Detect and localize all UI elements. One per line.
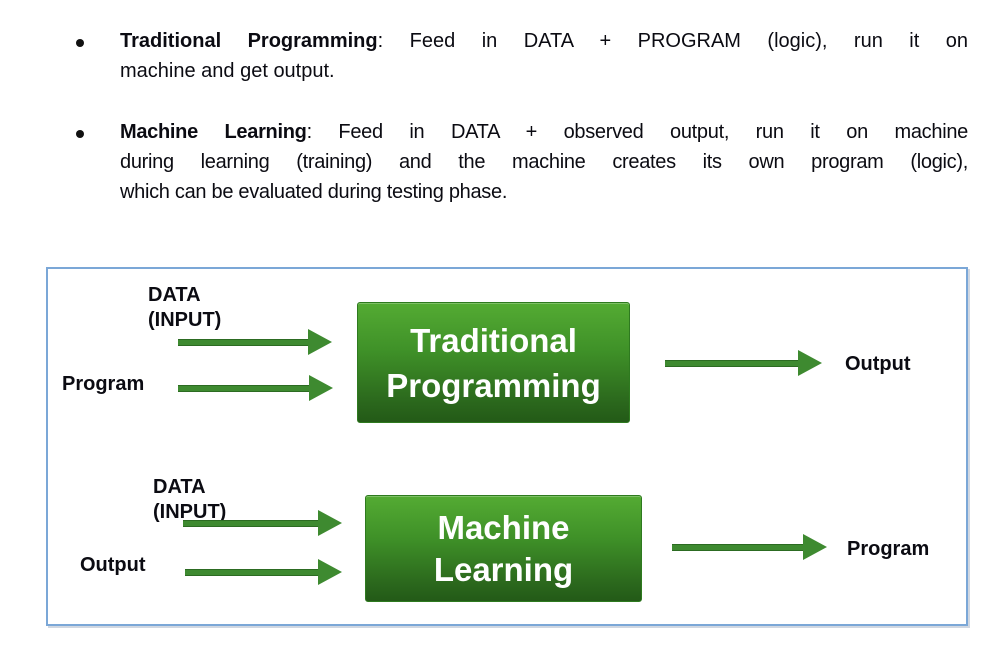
- box-machine-learning: Machine Learning: [365, 495, 642, 602]
- paragraph-machine-learning: Machine Learning: Feed in DATA + observe…: [120, 117, 968, 207]
- arrow-ml-to-program: [672, 534, 827, 560]
- label-program-input: Program: [62, 373, 145, 395]
- arrow-shaft: [672, 543, 803, 551]
- text-line: during learning (training) and the machi…: [120, 151, 968, 173]
- arrow-shaft: [178, 384, 309, 392]
- box-title-line: Traditional: [410, 321, 577, 359]
- text-line: which can be evaluated during testing ph…: [120, 181, 508, 203]
- box-title-line: Learning: [433, 550, 574, 588]
- label-line: (INPUT): [153, 501, 227, 523]
- arrow-head-icon: [309, 375, 333, 401]
- text-line: Traditional Programming: Feed in DATA + …: [120, 26, 968, 56]
- arrow-output-to-ml: [185, 559, 342, 585]
- text-line: Machine Learning: Feed in DATA + observe…: [120, 117, 968, 147]
- box-traditional-programming: Traditional Programming: [357, 302, 630, 423]
- label-line: (INPUT): [148, 309, 222, 331]
- text-line: machine and get output.: [120, 60, 335, 82]
- arrow-traditional-to-output: [665, 350, 822, 376]
- arrow-shaft: [665, 359, 798, 367]
- arrow-head-icon: [803, 534, 827, 560]
- arrow-head-icon: [798, 350, 822, 376]
- arrow-shaft: [183, 519, 318, 527]
- label-output-result: Output: [845, 353, 911, 375]
- box-title-line: Programming: [386, 366, 601, 404]
- arrow-head-icon: [308, 329, 332, 355]
- box-title-line: Machine: [437, 508, 570, 546]
- arrow-data-to-traditional: [178, 329, 332, 355]
- label-program-result: Program: [847, 538, 930, 560]
- list-item: Traditional Programming: Feed in DATA + …: [76, 26, 968, 86]
- arrow-data-to-ml: [183, 510, 342, 536]
- list-item: Machine Learning: Feed in DATA + observe…: [76, 117, 968, 207]
- arrow-program-to-traditional: [178, 375, 333, 401]
- arrow-shaft: [185, 568, 318, 576]
- label-line: DATA: [148, 284, 201, 306]
- bullet-icon: [76, 39, 84, 47]
- bullet-icon: [76, 130, 84, 138]
- arrow-shaft: [178, 338, 308, 346]
- diagram-panel: DATA (INPUT) Program Traditional Program…: [46, 267, 968, 626]
- paragraph-traditional-programming: Traditional Programming: Feed in DATA + …: [120, 26, 968, 86]
- term-label: Machine Learning: [120, 121, 307, 143]
- label-line: DATA: [153, 476, 206, 498]
- label-data-input-top: DATA (INPUT): [148, 283, 221, 333]
- text-run: : Feed in DATA + PROGRAM (logic), run it…: [377, 30, 969, 52]
- label-data-input-bottom: DATA (INPUT): [153, 475, 226, 525]
- text-run: : Feed in DATA + observed output, run it…: [306, 121, 969, 143]
- arrow-head-icon: [318, 510, 342, 536]
- term-label: Traditional Programming: [120, 30, 378, 52]
- label-output-input: Output: [80, 554, 146, 576]
- arrow-head-icon: [318, 559, 342, 585]
- bullet-list: Traditional Programming: Feed in DATA + …: [76, 26, 968, 207]
